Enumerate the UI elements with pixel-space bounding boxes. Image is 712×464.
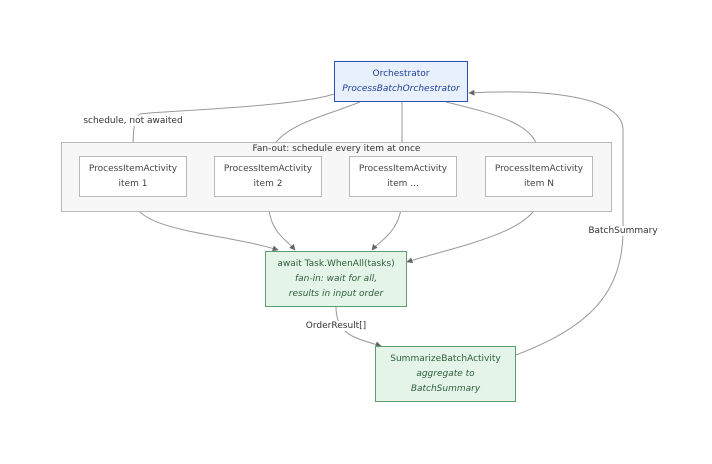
item-title: ProcessItemActivity [358, 163, 448, 174]
fan-in-line3: results in input order [288, 288, 384, 299]
edge-orchestrator-to-item-1 [130, 92, 338, 156]
process-item-node-n[interactable]: ProcessItemActivity item N [485, 156, 593, 197]
orchestrator-title: Orchestrator [372, 68, 430, 79]
process-item-node-3[interactable]: ProcessItemActivity item ... [349, 156, 457, 197]
item-subtitle: item 1 [118, 178, 148, 189]
edge-label-schedule: schedule, not awaited [81, 116, 185, 126]
edge-fan-in-to-summarize [335, 306, 382, 348]
item-title: ProcessItemActivity [494, 163, 584, 174]
item-title: ProcessItemActivity [223, 163, 313, 174]
orchestrator-subtitle: ProcessBatchOrchestrator [342, 83, 460, 94]
summarize-title: SummarizeBatchActivity [390, 353, 501, 364]
item-subtitle: item 2 [253, 178, 283, 189]
fan-in-title: await Task.WhenAll(tasks) [277, 258, 395, 269]
process-item-node-1[interactable]: ProcessItemActivity item 1 [79, 156, 187, 197]
item-subtitle: item N [524, 178, 554, 189]
cluster-label: Fan-out: schedule every item at once [252, 144, 421, 154]
summarize-line2: aggregate to [416, 368, 475, 379]
edge-summarize-to-orchestrator [468, 89, 624, 356]
summarize-node[interactable]: SummarizeBatchActivity aggregate to Batc… [375, 346, 516, 402]
edge-label-batch-summary: BatchSummary [586, 226, 660, 236]
fan-in-line2: fan-in: wait for all, [294, 273, 378, 284]
fan-in-node[interactable]: await Task.WhenAll(tasks) fan-in: wait f… [265, 251, 407, 307]
item-title: ProcessItemActivity [88, 163, 178, 174]
orchestrator-node[interactable]: Orchestrator ProcessBatchOrchestrator [334, 61, 468, 102]
item-subtitle: item ... [387, 178, 419, 189]
process-item-node-2[interactable]: ProcessItemActivity item 2 [214, 156, 322, 197]
summarize-line3: BatchSummary [410, 383, 481, 394]
edge-label-order-result: OrderResult[] [303, 321, 369, 331]
